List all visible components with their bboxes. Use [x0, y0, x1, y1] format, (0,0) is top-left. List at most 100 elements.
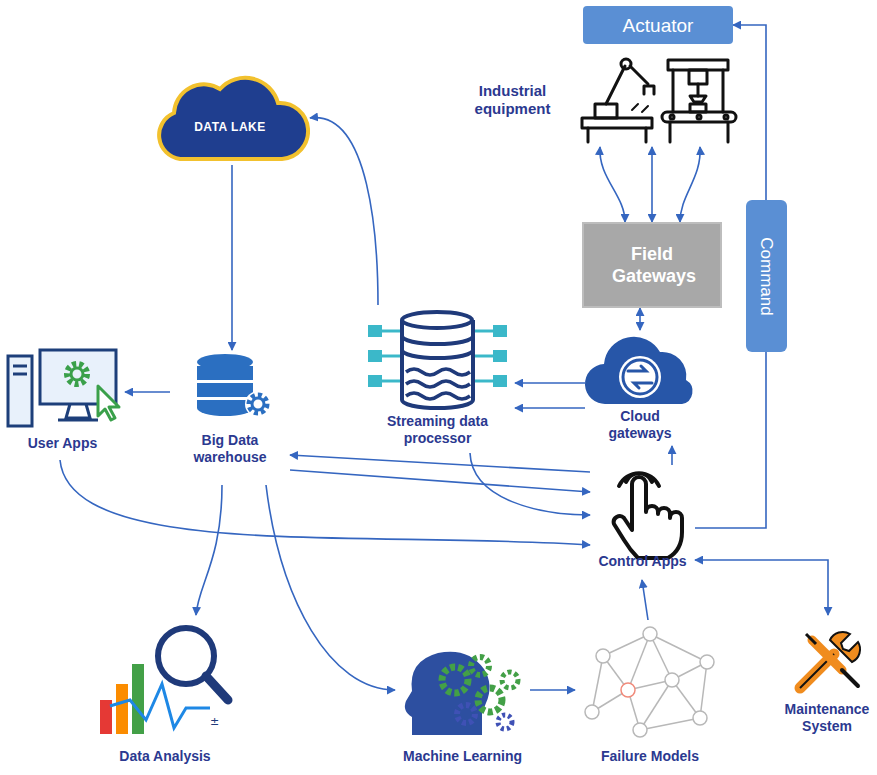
failure-model-icon-part-part [643, 627, 657, 641]
label-holder: User Apps [0, 435, 125, 452]
user-apps-icon-part [71, 368, 83, 380]
cloud-shape [159, 78, 308, 159]
streaming-processor-icon-part [406, 369, 470, 399]
node-label: Machine Learning [395, 748, 530, 765]
data-analysis-icon-part [132, 664, 144, 734]
node-label: Data Analysis [95, 748, 235, 765]
streaming-processor-icon-part-part [368, 350, 382, 362]
industrial-equipment-icon-part [669, 122, 672, 142]
streaming-processor-icon-part [402, 312, 472, 328]
machine-learning-node: Machine Learning [395, 645, 530, 770]
label-holder: Machine Learning [395, 748, 530, 765]
node-label: Cloud gateways [603, 408, 678, 442]
data-analysis-node: Data Analysis [90, 615, 240, 770]
user-apps-icon-part [58, 419, 98, 422]
warehouse-icon-part [197, 366, 253, 380]
label-holder: Maintenance System [780, 701, 874, 735]
failure-model-icon-part-part [650, 634, 707, 662]
data-lake-cloud: DATA LAKE [150, 75, 310, 165]
failure-model-icon-part-part [665, 673, 679, 687]
streaming-processor-icon-part-part [493, 350, 507, 362]
industrial-equipment-icon-part [606, 66, 625, 104]
industrial-equipment-icon-part [690, 96, 706, 102]
maintenance-icon-part [842, 670, 858, 686]
industrial-equipment-icon-part [722, 70, 725, 112]
warehouse-icon-part [252, 398, 264, 410]
connector [671, 446, 673, 465]
failure-model-icon-part-part [700, 662, 707, 718]
cloud-gateway-icon [585, 337, 693, 404]
failure-model-icon-part-part [700, 655, 714, 669]
box-label: Actuator [623, 14, 694, 37]
failure-model-icon-part-part [640, 680, 672, 730]
connector [231, 165, 233, 350]
connector [515, 407, 585, 409]
control-hand-icon-part [614, 477, 682, 558]
data-analysis-icon: ± [100, 628, 228, 734]
control-apps-node: Control Apps [590, 465, 695, 580]
warehouse-icon-part [197, 383, 253, 397]
streaming-processor-icon [368, 312, 507, 408]
connector [530, 689, 575, 691]
equipment-node: Industrial equipment [465, 48, 740, 147]
control-hand-icon [614, 473, 682, 558]
command-band: Command [746, 200, 787, 352]
streaming-processor-icon-part-part [493, 325, 507, 337]
streaming-processor-icon-part [402, 320, 473, 408]
failure-model-icon-part-part [640, 718, 700, 730]
cloud-gateway-icon-part [585, 337, 693, 404]
user-apps-icon-part [66, 404, 90, 418]
failure-model-icon-part-part [585, 705, 599, 719]
maintenance-node: Maintenance System [780, 615, 874, 755]
label-holder: Big Data warehouse [170, 432, 290, 466]
user-apps-icon-part [67, 364, 87, 384]
data-analysis-icon-part [206, 676, 228, 700]
user-apps-icon-part [98, 386, 119, 420]
connector [515, 382, 585, 384]
connector [733, 25, 766, 200]
industrial-equipment-icon-part [689, 70, 707, 84]
connector [266, 485, 395, 690]
connector [125, 391, 170, 393]
label-holder: Industrial equipment [465, 82, 560, 118]
node-label: Industrial equipment [465, 82, 560, 118]
streaming-processor-icon-part-part [382, 380, 402, 383]
streaming-processor-icon-part-part [368, 375, 382, 387]
node-label: Maintenance System [780, 701, 874, 735]
streaming-processor-icon-part-part [473, 330, 493, 333]
cloud-gateway-node: Cloud gateways [585, 330, 695, 446]
data-analysis-icon-part [116, 684, 128, 734]
cloud-gateway-icon-part [628, 366, 652, 388]
cloud-gateway-icon-part [623, 360, 657, 394]
warehouse-icon-part [197, 400, 253, 416]
label-holder: Failure Models [575, 748, 725, 765]
maintenance-icon-part [812, 640, 842, 670]
industrial-equipment-icon-part [670, 115, 674, 119]
connector [290, 455, 590, 472]
cloud-gateway-icon-part [619, 356, 661, 398]
label-holder: Control Apps [590, 553, 695, 570]
connector [642, 580, 648, 620]
industrial-equipment-icon-part [724, 115, 728, 119]
data-analysis-icon-part [110, 684, 210, 728]
industrial-equipment-icon-part [690, 104, 706, 112]
user-apps-node: User Apps [0, 335, 125, 460]
box-label: Field Gateways [612, 243, 692, 287]
industrial-equipment-icon-part [630, 66, 648, 84]
failure-model-icon-part-part [592, 656, 603, 712]
failure-model-icon-part-part [693, 711, 707, 725]
streaming-node: Streaming data processor [360, 305, 515, 453]
industrial-equipment-icon-part [587, 128, 590, 142]
failure-model-icon-part [621, 683, 635, 697]
band-label: Command [756, 237, 777, 315]
machine-learning-icon-part [502, 672, 518, 688]
industrial-equipment-icon-part [727, 122, 730, 142]
node-label: Control Apps [593, 553, 693, 570]
industrial-equipment-icon-part [697, 84, 700, 96]
connector [639, 308, 641, 330]
streaming-processor-icon-part-part [473, 355, 493, 358]
streaming-processor-icon-part-part [382, 330, 402, 333]
industrial-equipment-icon-part [697, 115, 701, 119]
